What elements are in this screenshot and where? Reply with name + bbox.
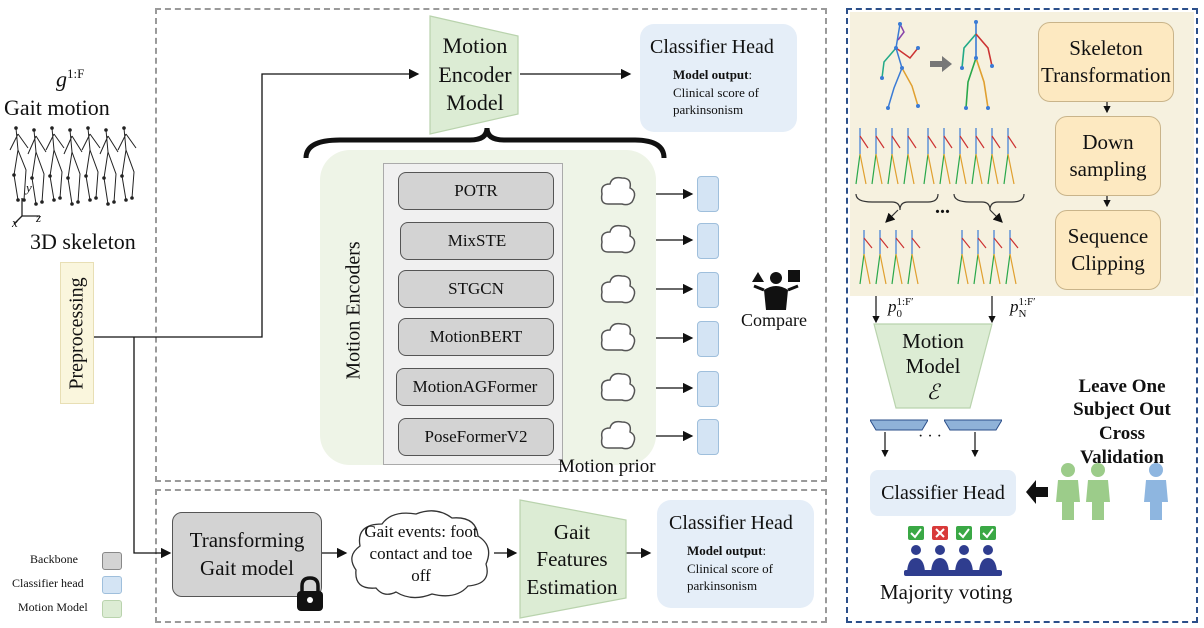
ellipsis-label: ... [935, 196, 950, 218]
classifier-head-right: Classifier Head [870, 470, 1016, 516]
axis-z-label: z [36, 210, 42, 225]
legend-backbone-label: Backbone [30, 552, 78, 566]
gait-features-trapezoid [519, 499, 627, 619]
motion-encoders-label: Motion Encoders [342, 240, 365, 380]
legend-motion-model-label: Motion Model [18, 600, 88, 614]
cloud-icon [600, 176, 636, 206]
embedding-bar-1 [870, 419, 928, 431]
transforming-gait-model-label: Transforming Gait model [189, 528, 305, 580]
axis-x-label: x [12, 215, 18, 230]
voting-icon [904, 526, 1002, 576]
skeleton-transformation-box: Skeleton Transformation [1038, 22, 1174, 102]
legend-classifier-swatch [102, 576, 122, 594]
loso-label: Leave One Subject Out Cross Validation [1073, 375, 1171, 468]
output-feature-5 [697, 371, 719, 407]
compare-label: Compare [741, 310, 807, 330]
motion-encoders-rotated: Motion Encoders [334, 200, 374, 420]
lock-icon [297, 576, 323, 611]
encoder-motionagformer: MotionAGFormer [396, 368, 554, 406]
motion-symbol: g1:F [56, 66, 85, 92]
legend-backbone-swatch [102, 552, 122, 570]
cloud-icon [600, 274, 636, 304]
encoder-mixste: MixSTE [400, 222, 554, 260]
skeleton-raw-figure [880, 22, 920, 110]
epsilon-symbol: ℰ [926, 379, 940, 404]
motion-model-trapezoid [873, 323, 993, 409]
axis-y-label: y [26, 180, 32, 195]
output-feature-3 [697, 272, 719, 308]
cloud-icon [600, 420, 636, 450]
right-connectors [872, 102, 1111, 458]
output-feature-2 [697, 223, 719, 259]
embedding-bar-2 [944, 419, 1002, 431]
model-output-text: Model output: Clinical score of parkinso… [687, 543, 773, 594]
gait-features-label: Gait Features Estimation [526, 520, 618, 599]
gait-events-label: Gait events: foot contact and toe off [364, 521, 478, 586]
classifier-head-bottom: Classifier Head Model output: Clinical s… [657, 500, 814, 608]
legend-motion-model-swatch [102, 600, 122, 618]
encoder-stgcn: STGCN [398, 270, 554, 308]
encoder-poseformerv2: PoseFormerV2 [398, 418, 554, 456]
bottom-panel-border [155, 489, 827, 623]
encoders-inner-box [383, 163, 563, 465]
model-output-text: Model output: Clinical score of parkinso… [673, 67, 759, 118]
motion-prior-label: Motion prior [558, 456, 656, 477]
gait-events-cloud [351, 510, 490, 599]
output-feature-6 [697, 419, 719, 455]
curly-brace [303, 127, 667, 159]
cloud-icon [600, 224, 636, 254]
skeleton-aligned-figure [960, 20, 994, 110]
legend: Backbone Classifier head Motion Model [12, 550, 142, 620]
classifier-head-title: Classifier Head [669, 512, 793, 534]
output-feature-4 [697, 321, 719, 357]
cloud-icon [600, 322, 636, 352]
preprocessing-box: Preprocessing [60, 262, 94, 404]
dots-label: · · · [918, 428, 942, 445]
output-feature-1 [697, 176, 719, 212]
legend-classifier-label: Classifier head [12, 576, 84, 590]
encoder-motionbert: MotionBERT [398, 318, 554, 356]
motion-model-label: Motion Model ℰ [880, 329, 986, 404]
skeleton-sequence-figure [855, 128, 1025, 285]
gait-motion-label: Gait motion [4, 95, 110, 120]
majority-voting-label: Majority voting [880, 580, 1013, 604]
top-panel-border [155, 8, 827, 482]
motion-model-text: Motion Model [902, 329, 964, 379]
right-panel-border [846, 8, 1198, 623]
down-sampling-box: Down sampling [1055, 116, 1161, 196]
classifier-head-title: Classifier Head [650, 36, 774, 58]
compare-person-icon [752, 270, 800, 310]
cloud-icon [600, 372, 636, 402]
axes-icon [13, 198, 40, 225]
sequence-clipping-box: Sequence Clipping [1055, 210, 1161, 290]
big-arrow-icon [1026, 480, 1048, 504]
classifier-head-top: Classifier Head Model output: Clinical s… [640, 24, 797, 132]
encoder-potr: POTR [398, 172, 554, 210]
transforming-gait-model-box: Transforming Gait model [172, 512, 322, 597]
3d-skeleton-label: 3D skeleton [30, 229, 136, 254]
motion-encoder-trapezoid [429, 15, 519, 135]
gait-skeleton-sequence-figure [9, 126, 137, 206]
transform-arrow-icon [930, 56, 952, 72]
motion-encoder-label: Motion Encoder Model [438, 33, 512, 116]
people-icon [1056, 463, 1168, 520]
